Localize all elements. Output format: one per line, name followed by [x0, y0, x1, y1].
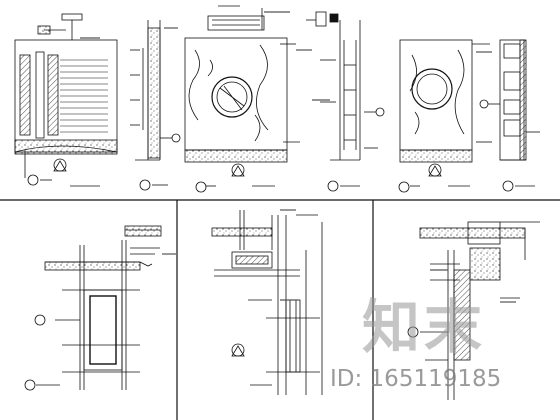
elevation-1	[14, 13, 118, 187]
watermark-id: ID: 165119185	[330, 366, 502, 392]
detail-9	[407, 221, 540, 400]
detail-8	[211, 210, 323, 395]
watermark-logo-text: 知末	[362, 293, 487, 361]
section-2	[130, 20, 181, 191]
detail-7	[24, 225, 162, 391]
section-6	[479, 39, 540, 192]
elevation-5	[398, 39, 492, 193]
section-4	[306, 11, 385, 192]
elevation-3	[184, 5, 300, 193]
illegible-callouts	[80, 11, 516, 303]
